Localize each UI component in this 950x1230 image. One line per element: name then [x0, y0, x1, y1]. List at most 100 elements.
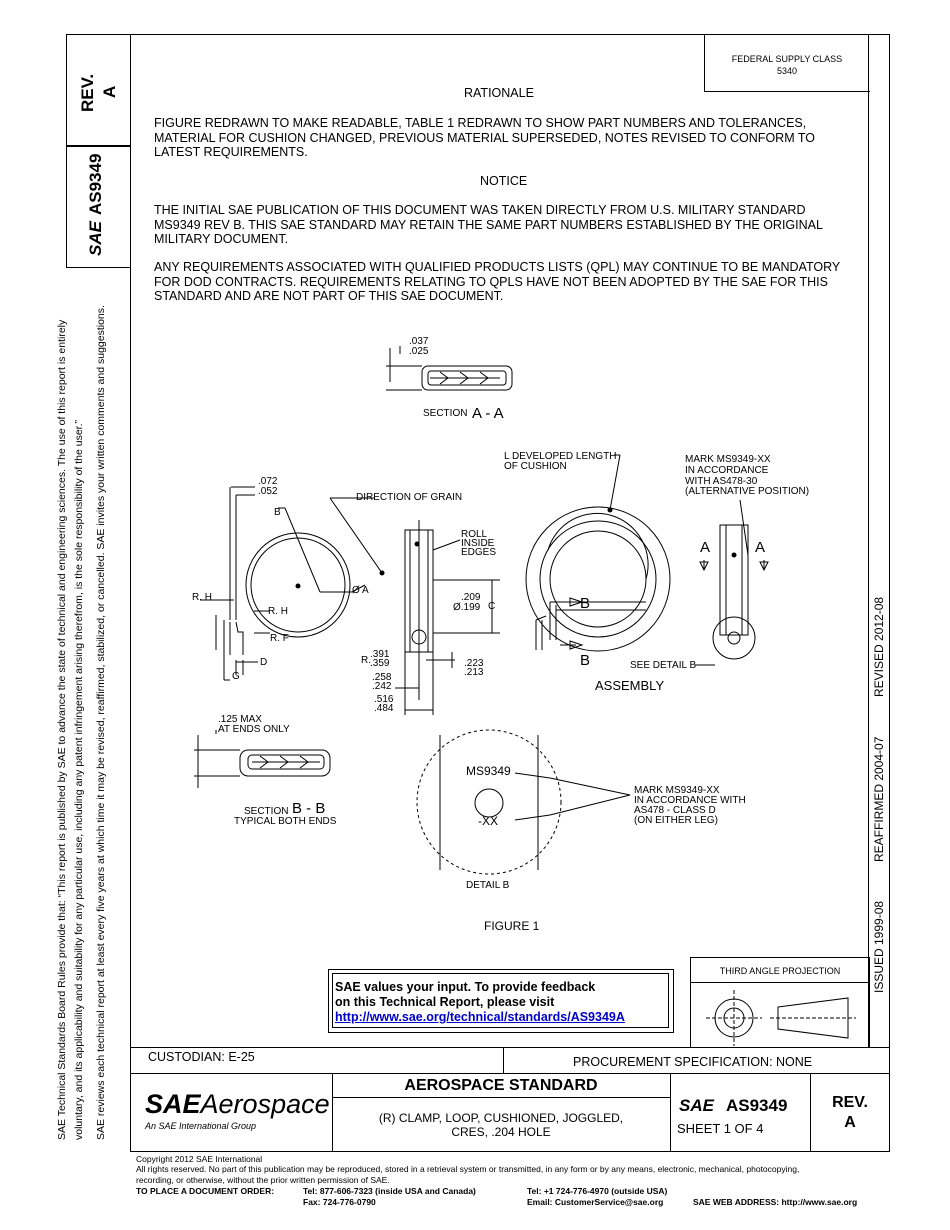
fsc-label: FEDERAL SUPPLY CLASS [731, 54, 843, 64]
section-aa-label: SECTION [423, 408, 468, 419]
reaffirmed-date: REAFFIRMED 2004-07 [872, 736, 886, 862]
custodian: CUSTODIAN: E-25 [148, 1050, 255, 1064]
rights-line2: recording, or otherwise, without the pri… [136, 1175, 390, 1185]
side-note-3: SAE reviews each technical report at lea… [95, 305, 107, 1140]
titleblock-split1 [503, 1047, 504, 1073]
mark2-line1: MARK MS9349-XX [634, 785, 720, 796]
tel-inside: Tel: 877-606-7323 (inside USA and Canada… [303, 1186, 476, 1196]
title-block [130, 1047, 890, 1152]
section-bb-id: B - B [292, 800, 326, 817]
rh-2: R. H [268, 606, 288, 617]
sae-aerospace-logo: SAEAerospace [145, 1089, 330, 1119]
revised-date: REVISED 2012-08 [872, 596, 886, 697]
procurement: PROCUREMENT SPECIFICATION: NONE [573, 1055, 813, 1069]
dim-359: .359 [370, 658, 390, 669]
dim-072: .072 [258, 476, 278, 487]
notice-text-1: THE INITIAL SAE PUBLICATION OF THIS DOCU… [154, 203, 823, 246]
side-note-2: voluntary, and its applicability and sui… [73, 419, 85, 1140]
section-aa-id: A - A [472, 405, 504, 422]
dim-242: .242 [372, 681, 392, 692]
label-b-loop: B [274, 507, 281, 518]
titleblock-title-divider [332, 1097, 670, 1098]
figure-1-caption: FIGURE 1 [484, 919, 540, 933]
r-prefix: R. [361, 655, 371, 666]
rf: R. F [270, 633, 289, 644]
dim-223: .223 [464, 658, 484, 669]
standard-title: AEROSPACE STANDARD [404, 1077, 598, 1094]
email[interactable]: Email: CustomerService@sae.org [527, 1197, 664, 1207]
rev-value: A [844, 1114, 856, 1131]
left-rev-label: REV. [78, 73, 97, 112]
figure-drawing [194, 346, 769, 875]
typical-both-ends: TYPICAL BOTH ENDS [234, 816, 337, 827]
mark2-line2: IN ACCORDANCE WITH [634, 795, 746, 806]
web-address[interactable]: SAE WEB ADDRESS: http://www.sae.org [693, 1197, 858, 1207]
feedback-line2: on this Technical Report, please visit [335, 995, 555, 1009]
dim-258: .258 [372, 672, 392, 683]
see-detail-b: SEE DETAIL B [630, 660, 697, 671]
copyright: Copyright 2012 SAE International [136, 1154, 263, 1164]
direction-of-grain: DIRECTION OF GRAIN [356, 492, 463, 503]
projection-label: THIRD ANGLE PROJECTION [719, 966, 841, 976]
mark1-line2: IN ACCORDANCE [685, 465, 769, 476]
mark2-line4: (ON EITHER LEG) [634, 815, 718, 826]
issued-date: ISSUED 1999-08 [872, 900, 886, 993]
dim-213: .213 [464, 667, 484, 678]
rh-1: R. H [192, 592, 212, 603]
desc-line1: (R) CLAMP, LOOP, CUSHIONED, JOGGLED, [378, 1111, 624, 1125]
label-a-right: A [755, 539, 766, 556]
mark1-line1: MARK MS9349-XX [685, 454, 771, 465]
titleblock-split4 [810, 1073, 811, 1152]
notice-title: NOTICE [480, 174, 528, 188]
side-note-1: SAE Technical Standards Board Rules prov… [56, 319, 68, 1140]
dim-209: .209 [461, 592, 481, 603]
of-cushion: OF CUSHION [504, 461, 567, 472]
mark1-line4: (ALTERNATIVE POSITION) [685, 486, 810, 497]
fax: Fax: 724-776-0790 [303, 1197, 376, 1207]
label-b-bottom: B [580, 652, 591, 669]
assembly-label: ASSEMBLY [595, 678, 665, 693]
logo-subtitle: An SAE International Group [145, 1121, 257, 1131]
label-b-top: B [580, 595, 591, 612]
order-label: TO PLACE A DOCUMENT ORDER: [136, 1186, 275, 1196]
dim-516: .516 [374, 694, 394, 705]
notice-text-2: ANY REQUIREMENTS ASSOCIATED WITH QUALIFI… [154, 260, 840, 303]
titleblock-split2 [332, 1073, 333, 1152]
label-g: G [232, 671, 240, 682]
fsc-code: 5340 [776, 66, 798, 76]
rev-label: REV. [832, 1094, 868, 1111]
rights-line1: All rights reserved. No part of this pub… [136, 1164, 800, 1174]
max-125: .125 MAX [218, 714, 262, 725]
detail-b-label: DETAIL B [466, 880, 510, 891]
mark2-line3: AS478 - CLASS D [634, 805, 716, 816]
xx-mark: -XX [478, 814, 499, 828]
projection-symbol [706, 990, 856, 1046]
ms9349-mark: MS9349 [466, 764, 511, 778]
dim-037: .037 [409, 336, 429, 347]
left-rev-box [66, 34, 131, 146]
feedback-link[interactable]: http://www.sae.org/technical/standards/A… [335, 1010, 625, 1024]
rationale-title: RATIONALE [464, 86, 534, 100]
mark1-line3: WITH AS478-30 [685, 476, 758, 487]
titleblock-row1 [130, 1073, 890, 1074]
fsc-box [704, 34, 870, 92]
sae-logo-doc: SAE [679, 1096, 714, 1115]
dim-484: .484 [374, 703, 394, 714]
titleblock-split3 [670, 1073, 671, 1152]
desc-line2: CRES, .204 HOLE [451, 1125, 551, 1139]
roll-inside-1: ROLL [461, 529, 488, 540]
rationale-text: FIGURE REDRAWN TO MAKE READABLE, TABLE 1… [154, 116, 815, 159]
label-c: C [488, 601, 496, 612]
roll-inside-3: EDGES [461, 547, 497, 558]
feedback-box [328, 969, 674, 1033]
left-rev-value: A [100, 85, 119, 98]
dim-025: .025 [409, 346, 429, 357]
left-doc-number: SAEAS9349 [86, 153, 105, 256]
label-a-left: A [700, 539, 711, 556]
dia-a: Ø A [352, 585, 369, 596]
section-bb-label: SECTION [244, 806, 289, 817]
l-developed: L DEVELOPED LENGTH [504, 451, 617, 462]
sheet-number: SHEET 1 OF 4 [677, 1121, 764, 1136]
label-d: D [260, 657, 268, 668]
